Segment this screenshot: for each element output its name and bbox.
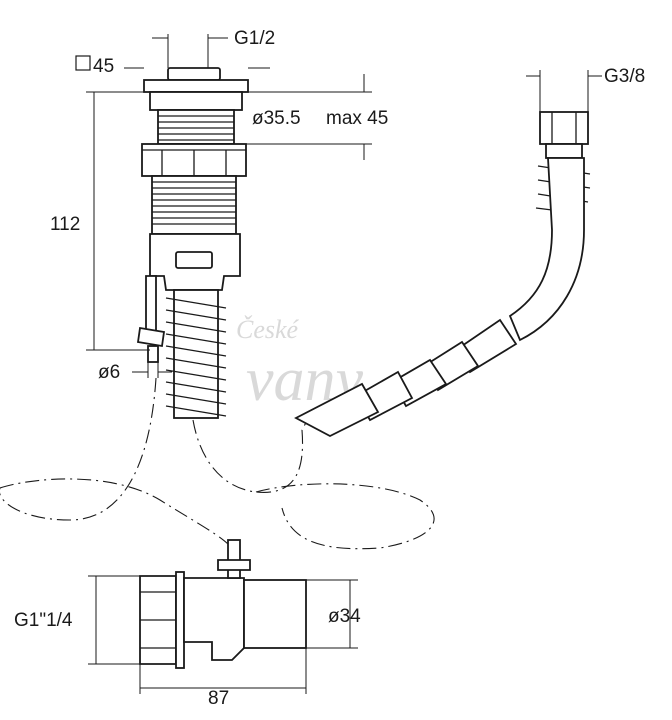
label-small-pipe: ø6 [98,362,120,383]
hose-path-dashed [0,377,435,550]
label-top-thread: G1/2 [234,28,275,49]
watermark-line1: České [236,315,300,344]
hose-ferrule [545,143,583,159]
label-height: 112 [50,214,80,235]
outlet-fitting [139,539,307,669]
overflow-hose [294,111,591,438]
label-outlet-thread: G1"1/4 [14,610,73,631]
hose-curve [508,157,585,342]
outlet-washer [175,571,185,669]
side-tube-clip [136,326,166,348]
outlet-body [183,577,245,661]
outlet-side-pipe [227,539,241,579]
waste-valve-assembly [136,67,249,419]
label-ring-diameter: ø35.5 [252,108,301,129]
label-outlet-diameter: ø34 [328,606,361,627]
housing-window [175,251,213,269]
square-symbol [75,55,91,71]
dimension-lines [86,34,602,694]
label-hose-thread: G3/8 [604,66,645,87]
hose-end-cut [294,382,380,438]
outlet-spigot [243,579,307,649]
body-thread [151,175,237,235]
dimension-labels: 45 G1/2 ø35.5 max 45 112 ø6 G3/8 G1"1/4 … [14,28,645,709]
label-outlet-length: 87 [208,688,229,709]
label-max-thickness: max 45 [326,108,388,129]
valve-collar [149,91,243,111]
hose-nut [539,111,589,145]
label-square-size: 45 [93,56,114,77]
upper-thread [157,109,235,145]
outlet-side-clip [217,559,251,571]
small-pipe-outlet [147,345,159,363]
valve-flange [143,79,249,93]
valve-cap [167,67,221,81]
side-tube [145,275,157,337]
